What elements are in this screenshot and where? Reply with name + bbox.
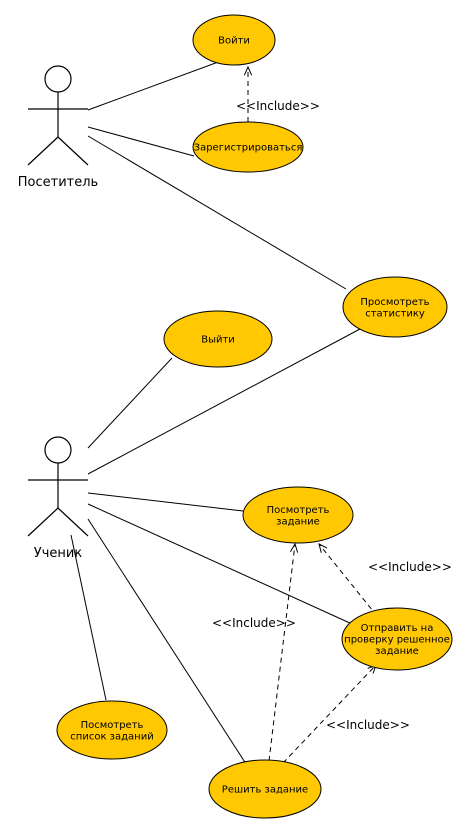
association-student-send-check: [87, 503, 353, 625]
include-register-login: <<Include>>: [236, 65, 320, 122]
actor-right-leg: [57, 507, 89, 537]
association-visitor-login: [87, 60, 222, 111]
actor-label: Посетитель: [18, 175, 98, 190]
association-student-logout: [87, 357, 173, 449]
usecase-ellipse: [242, 486, 354, 544]
include-dashed-line: [282, 664, 377, 764]
usecase-ellipse: [208, 759, 322, 819]
association-student-solve: [87, 518, 249, 768]
use-cases: ВойтиЗарегистрироватьсяПросмотретьстатис…: [56, 14, 453, 819]
usecase-label: задание: [276, 516, 320, 527]
include-dashed-line: [318, 543, 378, 617]
usecase-ellipse: [342, 276, 448, 338]
usecase-ellipse: [192, 14, 276, 66]
include-dashed-line: [268, 543, 296, 762]
association-visitor-register: [87, 126, 195, 157]
usecase-login[interactable]: Войти: [192, 14, 276, 66]
usecase-label: проверку решенное: [344, 635, 450, 646]
actor-left-leg: [27, 507, 59, 537]
usecase-register[interactable]: Зарегистрироваться: [192, 121, 304, 173]
association-visitor-stats: [87, 135, 347, 290]
usecase-ellipse: [341, 607, 453, 671]
actor-head: [44, 65, 72, 93]
usecase-label: Выйти: [201, 335, 235, 346]
usecase-label: Посмотреть: [81, 720, 144, 731]
usecase-ellipse: [56, 700, 168, 760]
include-label: <<Include>>: [212, 616, 296, 630]
include-arrowhead: [318, 543, 328, 553]
association-student-view-task: [87, 492, 244, 512]
include-arrowhead: [243, 65, 253, 76]
actor-right-leg: [57, 136, 89, 166]
usecase-ellipse: [192, 121, 304, 173]
include-label: <<Include>>: [368, 560, 452, 574]
association-student-task-list: [70, 534, 107, 701]
usecase-logout[interactable]: Выйти: [163, 310, 273, 368]
usecase-label: Зарегистрироваться: [194, 143, 303, 154]
association-student-stats: [87, 328, 361, 475]
actor-label: Ученик: [34, 546, 83, 561]
include-send-check-view-task: <<Include>>: [318, 543, 452, 617]
usecase-label: Посмотреть: [267, 505, 330, 516]
include-solve-view-task: <<Include>>: [212, 542, 299, 762]
usecase-label: задание: [375, 646, 419, 657]
actor-head: [44, 436, 72, 464]
actor-student: Ученик: [27, 436, 89, 561]
include-solve-send-check: <<Include>>: [282, 664, 410, 764]
include-label: <<Include>>: [236, 99, 320, 113]
usecase-label: Отправить на: [361, 623, 434, 634]
association-lines: [70, 60, 361, 768]
include-arrowhead: [289, 542, 299, 553]
actor-visitor: Посетитель: [18, 65, 98, 190]
usecase-label: Войти: [218, 36, 250, 47]
include-relations: <<Include>> <<Include>> <<Include>> <<Inclu…: [212, 65, 452, 764]
usecase-label: статистику: [365, 308, 425, 319]
usecase-ellipse: [163, 310, 273, 368]
actor-left-leg: [27, 136, 59, 166]
usecase-label: Решить задание: [222, 785, 308, 796]
include-label: <<Include>>: [326, 718, 410, 732]
usecase-solve[interactable]: Решить задание: [208, 759, 322, 819]
usecase-label: список заданий: [70, 731, 153, 742]
usecase-label: Просмотреть: [360, 297, 429, 308]
